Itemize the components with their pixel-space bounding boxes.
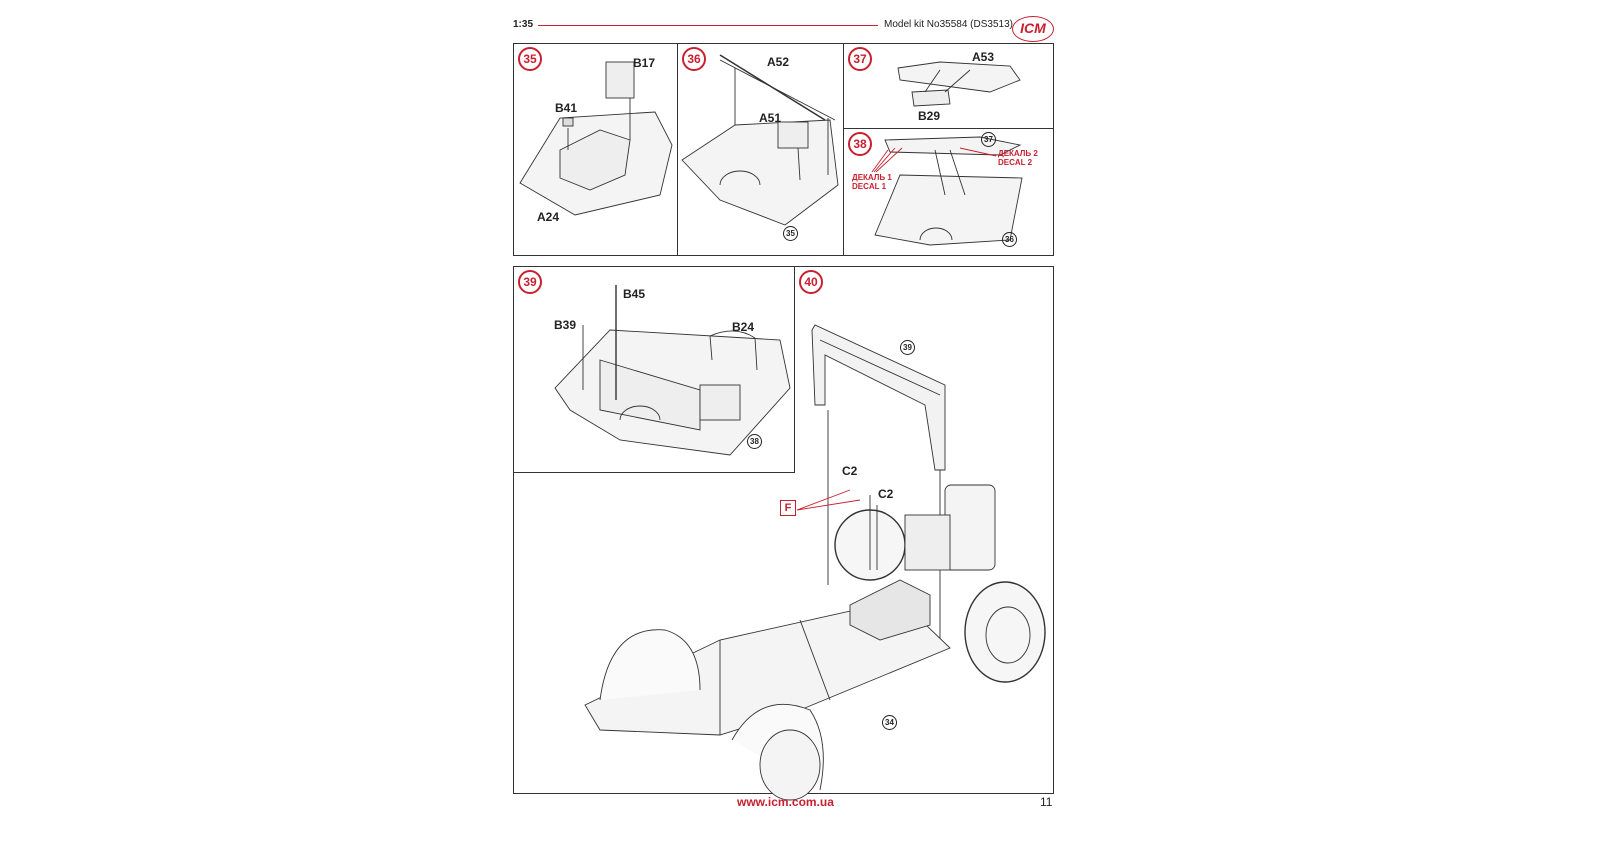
ref-step-38: 38 — [747, 434, 762, 449]
scale-label: 1:35 — [513, 19, 534, 30]
page-number: 11 — [1040, 795, 1053, 809]
part-label-b17: B17 — [633, 56, 656, 70]
part-label-b41: B41 — [555, 101, 578, 115]
step-39-panel — [513, 266, 795, 473]
step-number-35: 35 — [518, 47, 542, 71]
kit-number: Model kit No35584 (DS3513) — [884, 19, 1013, 30]
part-label-a52: A52 — [767, 55, 790, 69]
ref-step-37: 37 — [981, 132, 996, 147]
ref-step-39: 39 — [900, 340, 915, 355]
part-label-b45: B45 — [623, 287, 646, 301]
ref-step-34: 34 — [882, 715, 897, 730]
footer-url[interactable]: www.icm.com.ua — [737, 795, 834, 809]
part-label-c2: C2 — [842, 464, 858, 478]
part-label-a51: A51 — [759, 111, 782, 125]
option-f-box: F — [780, 500, 796, 516]
part-label-a53: A53 — [972, 50, 995, 64]
step-number-38: 38 — [848, 132, 872, 156]
part-label-b39: B39 — [554, 318, 577, 332]
icm-logo: ICM — [1012, 16, 1054, 42]
part-label-b24: B24 — [732, 320, 755, 334]
step-38-panel — [843, 128, 1054, 256]
step-number-39: 39 — [518, 270, 542, 294]
ref-step-35: 35 — [783, 226, 798, 241]
step-number-36: 36 — [682, 47, 706, 71]
part-label-a24: A24 — [537, 210, 560, 224]
ref-step-36: 36 — [1002, 232, 1017, 247]
step-number-37: 37 — [848, 47, 872, 71]
header-rule — [538, 25, 878, 26]
part-label-b29: B29 — [918, 109, 941, 123]
part-label-c2-second: C2 — [878, 487, 894, 501]
step-number-40: 40 — [799, 270, 823, 294]
